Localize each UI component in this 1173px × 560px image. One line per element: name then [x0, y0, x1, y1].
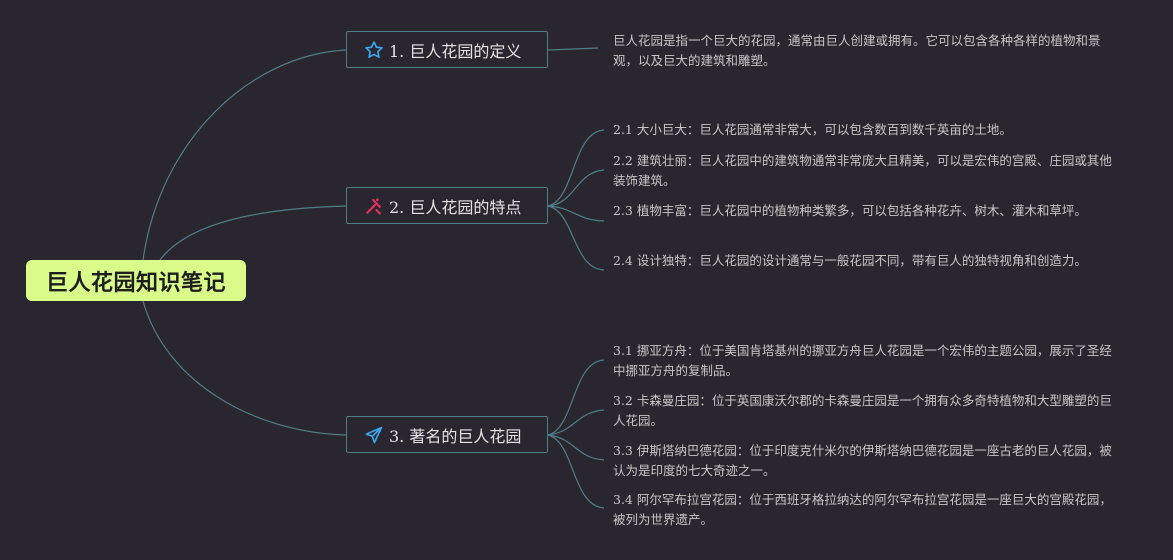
connector-branch-2-leaf-4 [547, 205, 605, 271]
leaf-topic[interactable]: 3.2 卡森曼庄园：位于英国康沃尔郡的卡森曼庄园是一个拥有众多奇特植物和大型雕塑… [613, 393, 1112, 428]
connector-root-branch-1 [142, 49, 347, 261]
leaf-topic[interactable]: 3.4 阿尔罕布拉宫花园：位于西班牙格拉纳达的阿尔罕布拉宫花园是一座巨大的宫殿花… [613, 492, 1112, 527]
connector-branch-3-leaf-2 [547, 409, 605, 436]
connector-branch-2-leaf-3 [547, 205, 605, 222]
leaf-topic[interactable]: 2.4 设计独特：巨人花园的设计通常与一般花园不同，带有巨人的独特视角和创造力。 [613, 253, 1087, 268]
connector-root-branch-3 [142, 300, 347, 436]
branch-topic-famous[interactable]: 3. 著名的巨人花园 [346, 416, 548, 453]
leaf-topic[interactable]: 2.1 大小巨大：巨人花园通常非常大，可以包含数百到数千英亩的土地。 [613, 122, 1012, 137]
connector-root-branch-2 [159, 205, 347, 261]
star-icon [363, 39, 385, 61]
root-topic[interactable]: 巨人花园知识笔记 [26, 260, 246, 301]
root-topic-label: 巨人花园知识笔记 [45, 270, 226, 296]
paper-plane-icon [363, 424, 385, 446]
leaf-topic[interactable]: 巨人花园是指一个巨大的花园，通常由巨人创建或拥有。它可以包含各种各样的植物和景观… [613, 33, 1101, 68]
connector-branch-3-leaf-1 [547, 359, 605, 436]
connector-branch-2-leaf-1 [547, 129, 605, 207]
branch-topic-label: 2. 巨人花园的特点 [389, 197, 522, 217]
connector-branch-1-leaf [547, 47, 599, 51]
tools-icon [363, 195, 385, 217]
connector-branch-2-leaf-2 [547, 169, 605, 207]
branch-topic-label: 1. 巨人花园的定义 [389, 41, 522, 61]
branch-topic-label: 3. 著名的巨人花园 [389, 426, 522, 446]
leaf-topic[interactable]: 3.1 挪亚方舟：位于美国肯塔基州的挪亚方舟巨人花园是一个宏伟的主题公园，展示了… [613, 343, 1112, 378]
connector-branch-3-leaf-4 [547, 434, 605, 509]
leaf-topic[interactable]: 2.2 建筑壮丽：巨人花园中的建筑物通常非常庞大且精美，可以是宏伟的宫殿、庄园或… [613, 153, 1112, 188]
branch-topic-definition[interactable]: 1. 巨人花园的定义 [346, 31, 548, 68]
connector-branch-3-leaf-3 [547, 434, 605, 461]
leaf-topic[interactable]: 3.3 伊斯塔纳巴德花园：位于印度克什米尔的伊斯塔纳巴德花园是一座古老的巨人花园… [613, 443, 1112, 478]
branch-topic-features[interactable]: 2. 巨人花园的特点 [346, 187, 548, 224]
leaf-topic[interactable]: 2.3 植物丰富：巨人花园中的植物种类繁多，可以包括各种花卉、树木、灌木和草坪。 [613, 203, 1087, 218]
